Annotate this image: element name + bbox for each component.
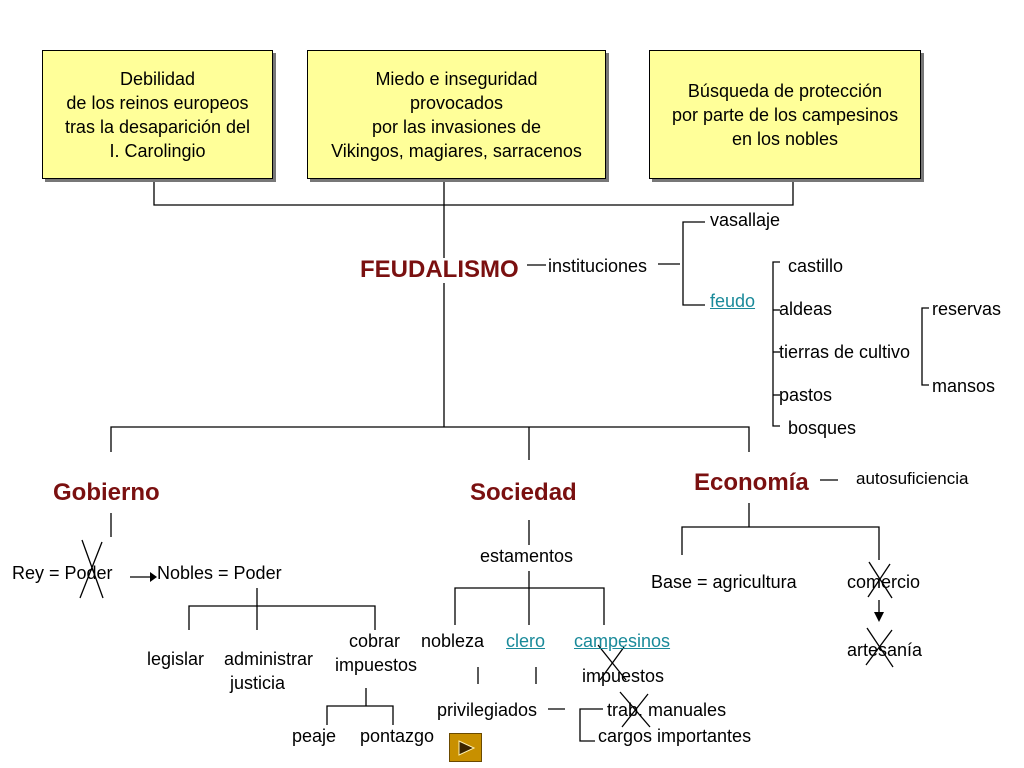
nobleza-label: nobleza (421, 631, 485, 651)
feudo-item-bosques: bosques (788, 418, 857, 438)
feudo-item-aldeas: aldeas (779, 299, 833, 319)
comercio-label: comercio (847, 572, 921, 592)
administrar-label: administrar (224, 649, 314, 669)
legislar-label: legislar (147, 649, 205, 669)
base-agricultura: Base = agricultura (651, 572, 797, 592)
section-economia: Economía (694, 469, 809, 496)
impuestos-campesinos-label: impuestos (582, 666, 665, 686)
cause-box-debilidad: Debilidad de los reinos europeos tras la… (42, 50, 273, 179)
cross-out-icon (865, 627, 894, 668)
section-gobierno: Gobierno (53, 479, 160, 506)
nobles-poder: Nobles = Poder (157, 563, 282, 583)
campesinos-link[interactable]: campesinos (574, 631, 671, 651)
feudo-link[interactable]: feudo (710, 291, 756, 311)
vasallaje-label: vasallaje (710, 210, 781, 230)
mansos-label: mansos (932, 376, 996, 396)
justicia-label: justicia (230, 673, 286, 693)
cross-out-icon (597, 644, 627, 681)
play-next-icon (458, 739, 475, 756)
impuestos-label: impuestos (335, 655, 418, 675)
reservas-label: reservas (932, 299, 1002, 319)
privilegiados-label: privilegiados (437, 700, 538, 720)
feudo-item-pastos: pastos (779, 385, 833, 405)
cause-box-miedo: Miedo e inseguridad provocados por las i… (307, 50, 606, 179)
cross-out-icon (867, 561, 893, 599)
cross-out-icon (79, 539, 104, 599)
peaje-label: peaje (292, 726, 337, 746)
autosuficiencia-label: autosuficiencia (856, 469, 969, 488)
artesania-label: artesanía (847, 640, 923, 660)
estamentos-label: estamentos (480, 546, 574, 566)
instituciones-label: instituciones (548, 256, 648, 276)
section-sociedad: Sociedad (470, 479, 577, 506)
rey-poder: Rey = Poder (12, 563, 113, 583)
feudo-item-castillo: castillo (788, 256, 844, 276)
feudo-item-tierras: tierras de cultivo (779, 342, 911, 362)
trab-manuales-label: trab. manuales (607, 700, 727, 720)
cross-out-icon (619, 691, 651, 728)
next-slide-button[interactable] (449, 733, 482, 762)
pontazgo-label: pontazgo (360, 726, 435, 746)
cargos-importantes-label: cargos importantes (598, 726, 752, 746)
central-title: FEUDALISMO (360, 256, 519, 283)
cause-box-proteccion: Búsqueda de protección por parte de los … (649, 50, 921, 179)
cobrar-label: cobrar (349, 631, 401, 651)
clero-link[interactable]: clero (506, 631, 546, 651)
